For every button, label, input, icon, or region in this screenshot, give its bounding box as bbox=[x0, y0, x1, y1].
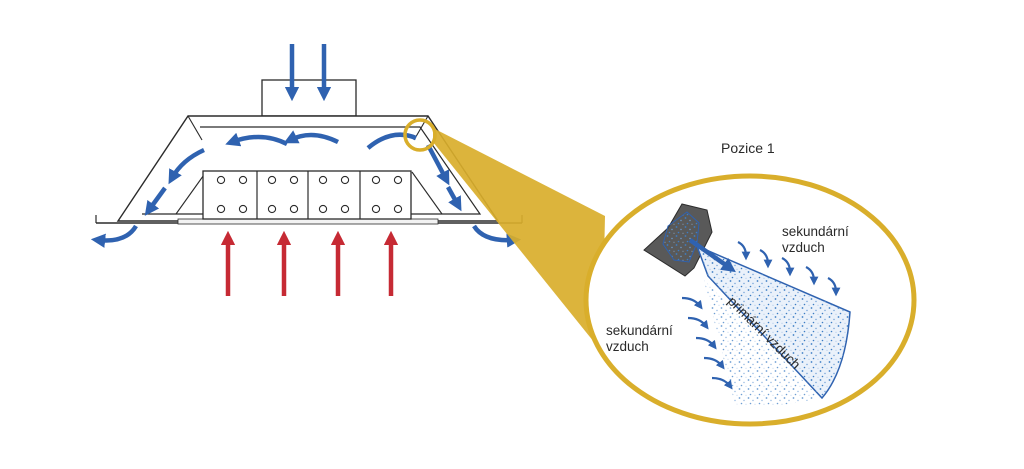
secondary-air-arrows-right bbox=[737, 241, 841, 297]
secondary-air-label-left-line2: vzduch bbox=[606, 339, 649, 354]
baffle-left bbox=[187, 115, 203, 141]
secondary-air-arrows-left bbox=[681, 296, 733, 390]
nozzle-opening bbox=[662, 211, 700, 263]
detail-title: Pozice 1 bbox=[721, 140, 775, 156]
detail-view: primární vzduch bbox=[643, 203, 851, 406]
inner-slope-right bbox=[411, 171, 443, 215]
secondary-air-dispersion bbox=[704, 280, 820, 406]
secondary-air-label-right-line2: vzduch bbox=[782, 240, 825, 255]
primary-air-arrow bbox=[688, 238, 736, 273]
supply-collar bbox=[261, 79, 357, 117]
secondary-air-label-left: sekundární vzduch bbox=[606, 323, 673, 355]
supply-air-arrows bbox=[284, 44, 332, 102]
internal-flow-arrows bbox=[144, 130, 462, 216]
grille-bar bbox=[177, 218, 439, 225]
secondary-air-label-left-line1: sekundární bbox=[606, 323, 673, 338]
heat-exchanger bbox=[202, 170, 412, 220]
callout-beam bbox=[433, 128, 605, 352]
diffuser-unit bbox=[90, 44, 523, 296]
primary-air-jet-dots bbox=[697, 246, 850, 398]
room-air-arrows bbox=[220, 230, 399, 296]
position-callout bbox=[403, 118, 917, 427]
inner-slope-left bbox=[175, 171, 207, 215]
outlet-air-arrows bbox=[90, 224, 522, 248]
secondary-air-label-right-line1: sekundární bbox=[782, 224, 849, 239]
secondary-air-label-right: sekundární vzduch bbox=[782, 224, 849, 256]
